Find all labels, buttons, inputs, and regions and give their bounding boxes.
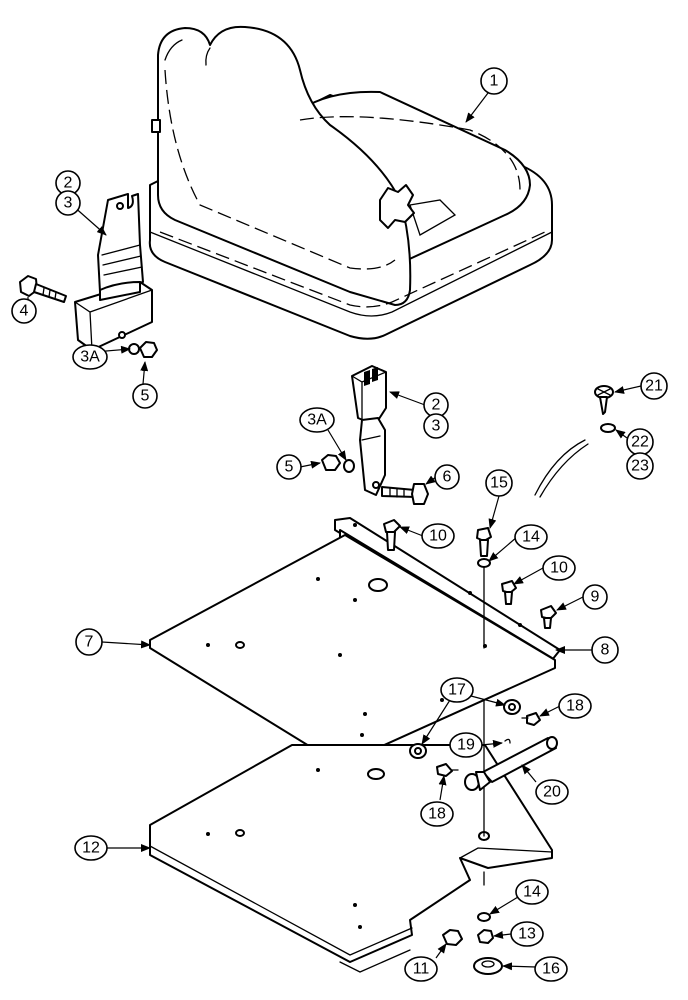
callout-2-3-left: 2 3 (55, 170, 81, 216)
svg-text:12: 12 (82, 840, 100, 857)
callout-3A-center: 3A (299, 407, 335, 433)
svg-text:10: 10 (550, 560, 568, 577)
callout-14-upper: 14 (514, 524, 548, 550)
callout-19: 19 (449, 732, 483, 758)
svg-text:21: 21 (645, 378, 663, 395)
callout-8: 8 (591, 636, 619, 664)
svg-text:7: 7 (85, 634, 94, 651)
callout-10-left: 10 (421, 523, 455, 549)
svg-text:14: 14 (522, 529, 540, 546)
callout-5-center: 5 (276, 454, 302, 480)
svg-text:2: 2 (432, 397, 441, 414)
svg-text:14: 14 (523, 884, 541, 901)
callout-10-right: 10 (542, 555, 576, 581)
svg-text:9: 9 (591, 589, 600, 606)
mounting-bolts (383, 519, 557, 649)
svg-text:8: 8 (601, 642, 610, 659)
callout-15: 15 (485, 469, 513, 497)
callout-22-23: 22 23 (626, 428, 654, 480)
leader-lines (27, 92, 642, 971)
callout-2-3-center: 2 3 (423, 392, 449, 439)
svg-text:3A: 3A (307, 412, 327, 429)
svg-text:3A: 3A (80, 349, 100, 366)
svg-text:1: 1 (490, 73, 499, 90)
svg-text:10: 10 (429, 528, 447, 545)
lower-hardware (442, 871, 503, 975)
screw-and-washer (534, 385, 616, 498)
callout-21: 21 (640, 372, 668, 400)
seat-cushion-assembly (148, 25, 553, 340)
svg-text:17: 17 (448, 682, 466, 699)
left-seat-belt-buckle (19, 193, 158, 358)
hardware-group (409, 699, 558, 791)
callout-7: 7 (75, 628, 103, 656)
svg-text:20: 20 (543, 784, 561, 801)
callout-20: 20 (535, 779, 569, 805)
svg-text:11: 11 (413, 961, 430, 978)
callout-18-right: 18 (558, 693, 592, 719)
svg-text:4: 4 (20, 303, 29, 320)
svg-text:5: 5 (141, 388, 150, 405)
svg-text:16: 16 (542, 961, 560, 978)
svg-text:18: 18 (428, 806, 446, 823)
svg-text:3: 3 (432, 418, 441, 435)
callout-18-left: 18 (420, 801, 454, 827)
callout-4: 4 (11, 298, 37, 324)
callout-3A-left: 3A (72, 344, 108, 370)
svg-text:3: 3 (64, 195, 73, 212)
svg-text:13: 13 (518, 926, 536, 943)
svg-text:19: 19 (457, 737, 475, 754)
callout-1: 1 (480, 67, 508, 95)
callout-12: 12 (74, 835, 108, 861)
svg-text:2: 2 (64, 175, 73, 192)
svg-text:15: 15 (490, 475, 508, 492)
callout-6: 6 (434, 464, 460, 490)
svg-text:18: 18 (566, 698, 584, 715)
callout-13: 13 (510, 921, 544, 947)
svg-text:6: 6 (443, 469, 452, 486)
seat-pan-plate (149, 534, 556, 766)
callout-5-left: 5 (132, 383, 158, 409)
center-seat-belt-buckle (321, 365, 429, 505)
callout-9: 9 (582, 584, 608, 610)
callout-16: 16 (534, 956, 568, 982)
callout-17: 17 (440, 677, 474, 703)
callout-14-lower: 14 (515, 879, 549, 905)
svg-text:23: 23 (631, 458, 649, 475)
svg-text:22: 22 (631, 434, 649, 451)
svg-text:5: 5 (285, 459, 294, 476)
callout-11: 11 (404, 956, 438, 982)
